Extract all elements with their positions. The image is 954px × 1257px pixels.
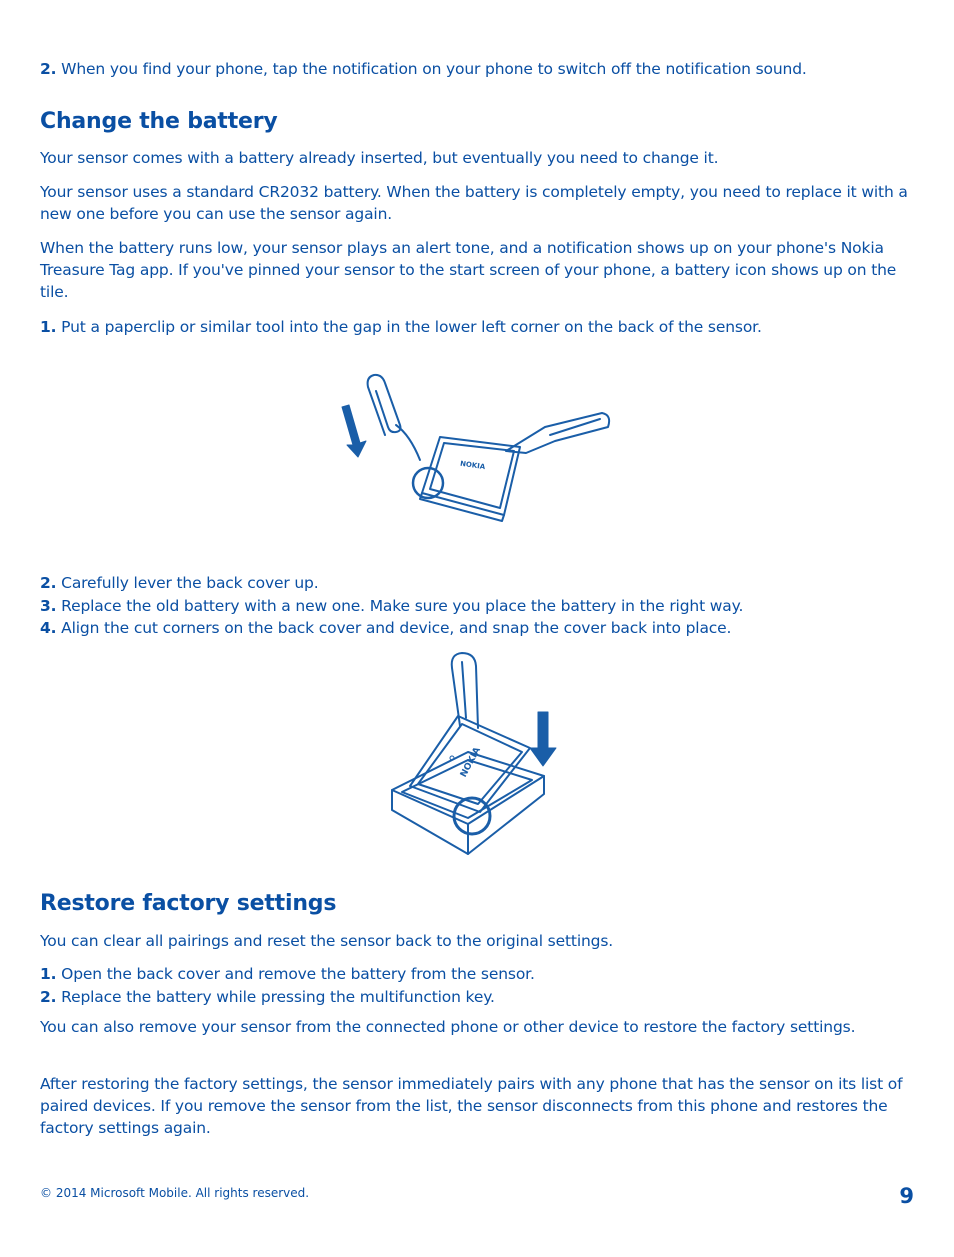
- change-battery-heading: Change the battery: [40, 109, 278, 134]
- battery-step-1: 1. Put a paperclip or similar tool into …: [40, 318, 762, 336]
- restore-step-2: 2. Replace the battery while pressing th…: [40, 988, 495, 1006]
- intro-step-2: 2. When you find your phone, tap the not…: [40, 60, 807, 78]
- paperclip-lever-illustration: NOKIA: [341, 373, 611, 522]
- paperclip-icon: [366, 373, 402, 436]
- down-arrow-icon: [341, 404, 367, 458]
- battery-para-1: Your sensor comes with a battery already…: [40, 149, 719, 167]
- restore-para-1: You can clear all pairings and reset the…: [40, 932, 614, 950]
- battery-step-2: 2. Carefully lever the back cover up.: [40, 574, 319, 592]
- gap-highlight-circle: [411, 466, 445, 500]
- battery-step-3: 3. Replace the old battery with a new on…: [40, 597, 744, 615]
- restore-step-1: 1. Open the back cover and remove the ba…: [40, 965, 535, 983]
- battery-para-3: When the battery runs low, your sensor p…: [40, 239, 897, 301]
- lever-tool: [505, 412, 611, 454]
- lever-tool: [450, 652, 479, 729]
- restore-para-2: You can also remove your sensor from the…: [40, 1018, 856, 1036]
- page-number: 9: [899, 1184, 914, 1208]
- restore-para-3: After restoring the factory settings, th…: [40, 1075, 903, 1137]
- down-arrow-icon: [529, 711, 557, 767]
- brand-label: NOKIA: [460, 460, 487, 472]
- copyright-footer: © 2014 Microsoft Mobile. All rights rese…: [40, 1186, 310, 1200]
- cut-corner-highlight-circle: [452, 796, 492, 836]
- restore-factory-heading: Restore factory settings: [40, 891, 337, 916]
- battery-step-4: 4. Align the cut corners on the back cov…: [40, 619, 732, 637]
- sensor-body: [421, 436, 521, 516]
- snap-cover-illustration: NOKIA: [391, 652, 557, 855]
- battery-para-2: Your sensor uses a standard CR2032 batte…: [40, 183, 908, 223]
